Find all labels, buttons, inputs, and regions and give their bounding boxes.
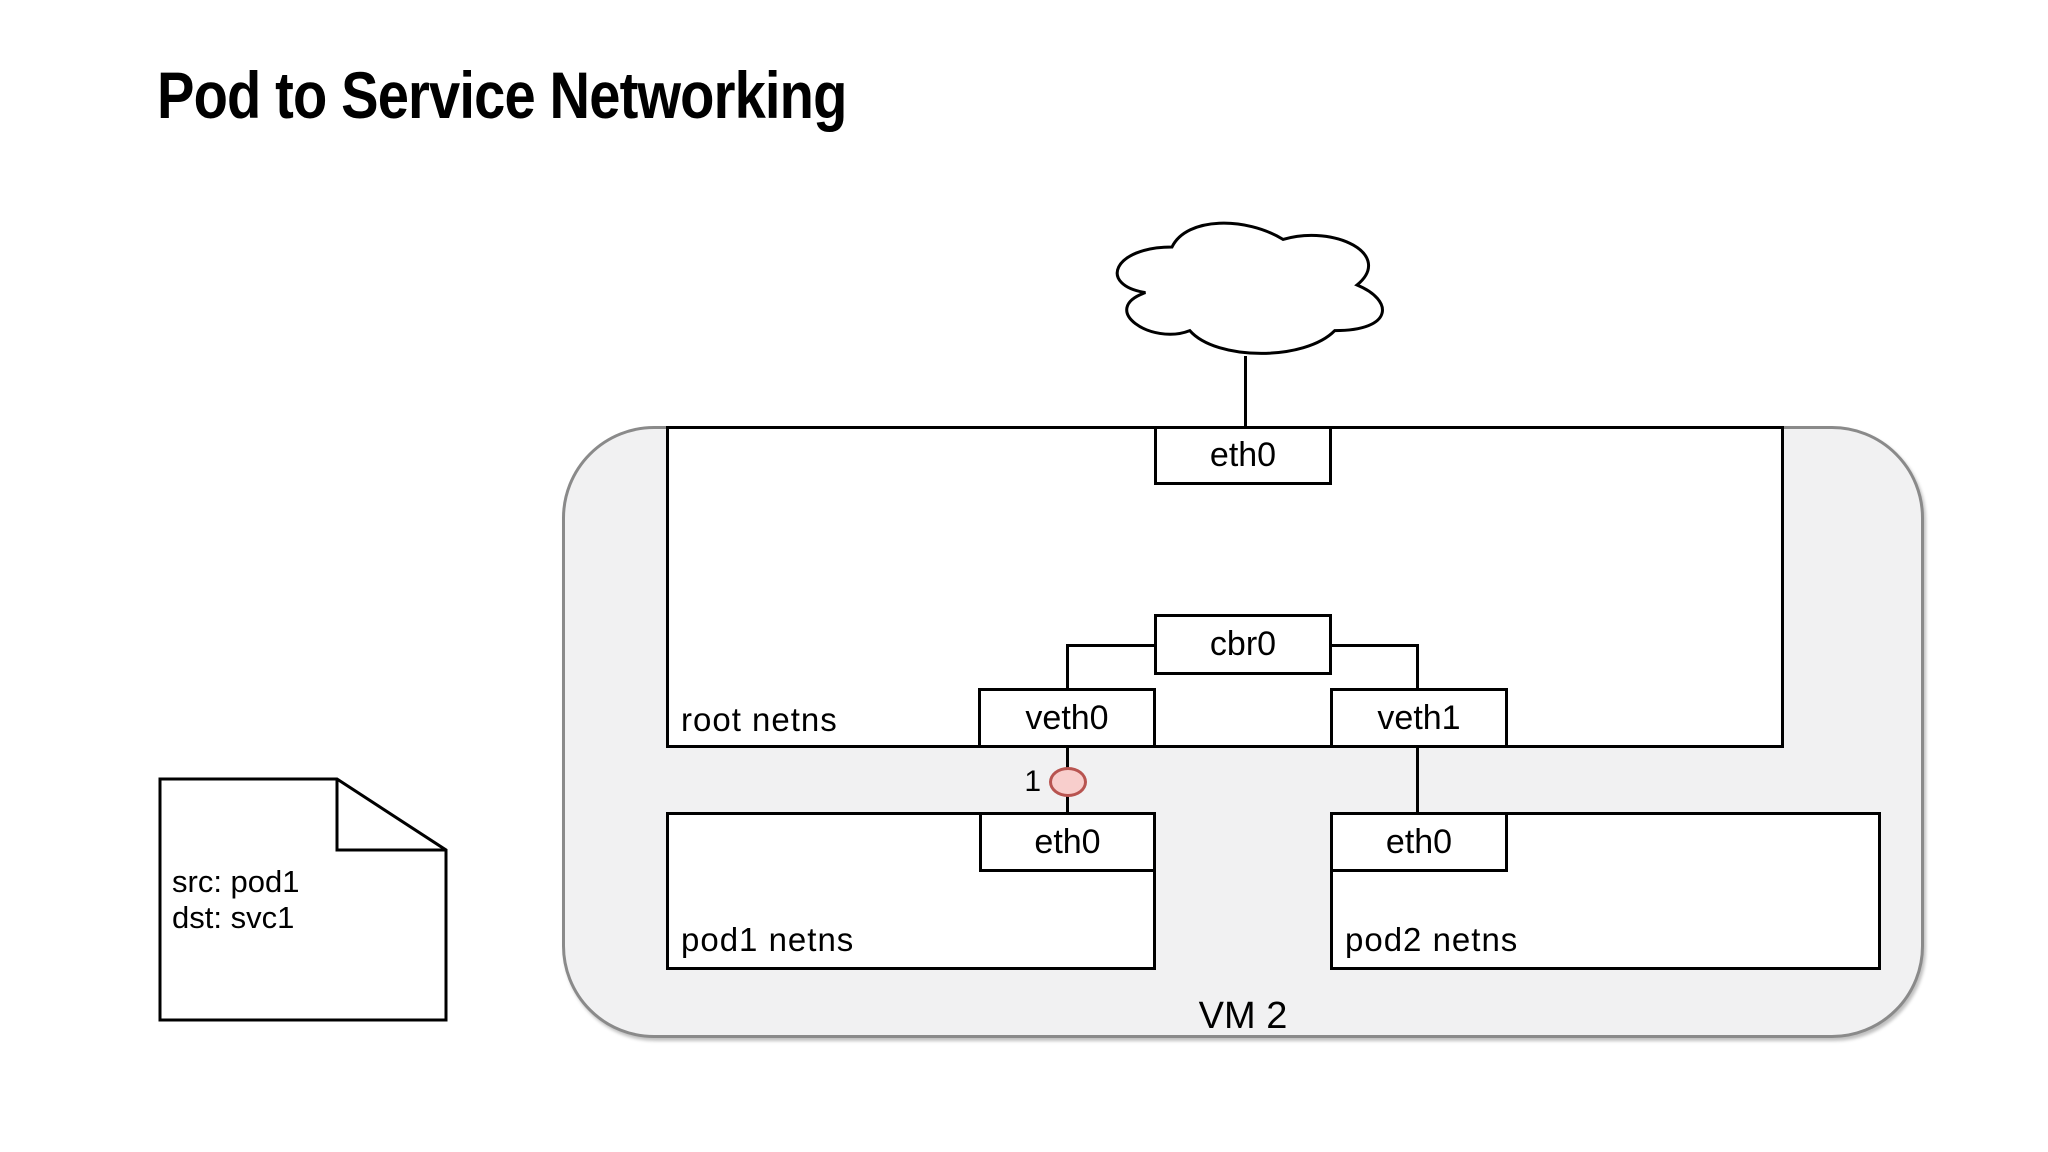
- packet-note-icon: [158, 777, 448, 1022]
- packet-note-text: src: pod1 dst: svc1: [172, 864, 300, 936]
- vm2-label: VM 2: [1198, 995, 1288, 1037]
- cbr0-bridge-box: cbr0: [1154, 614, 1332, 675]
- connector-cbr0-veth1-v: [1416, 644, 1419, 688]
- cloud-icon: [1115, 221, 1384, 355]
- pod1-eth0-box: eth0: [979, 812, 1156, 872]
- pod1-netns-label: pod1 netns: [681, 921, 855, 958]
- connector-veth1-pod2eth0: [1416, 746, 1419, 812]
- packet-note-src: src: pod1: [172, 864, 300, 899]
- packet-note-dst: dst: svc1: [172, 900, 295, 935]
- pod2-netns-label: pod2 netns: [1345, 921, 1519, 958]
- veth1-box: veth1: [1330, 688, 1508, 748]
- pod2-eth0-box: eth0: [1330, 812, 1508, 872]
- step-marker-circle: [1049, 767, 1087, 797]
- connector-cbr0-veth0-v: [1066, 644, 1069, 688]
- pod2-netns-box: pod2 netns: [1330, 812, 1881, 970]
- connector-cbr0-veth0-h: [1066, 644, 1156, 647]
- connector-cloud-eth0: [1244, 356, 1247, 426]
- connector-cbr0-veth1-h: [1330, 644, 1419, 647]
- step-marker-number: 1: [1024, 765, 1041, 798]
- page-title: Pod to Service Networking: [157, 58, 847, 132]
- veth0-box: veth0: [978, 688, 1156, 748]
- root-netns-label: root netns: [681, 701, 838, 738]
- uplink-eth0-box: eth0: [1154, 426, 1332, 485]
